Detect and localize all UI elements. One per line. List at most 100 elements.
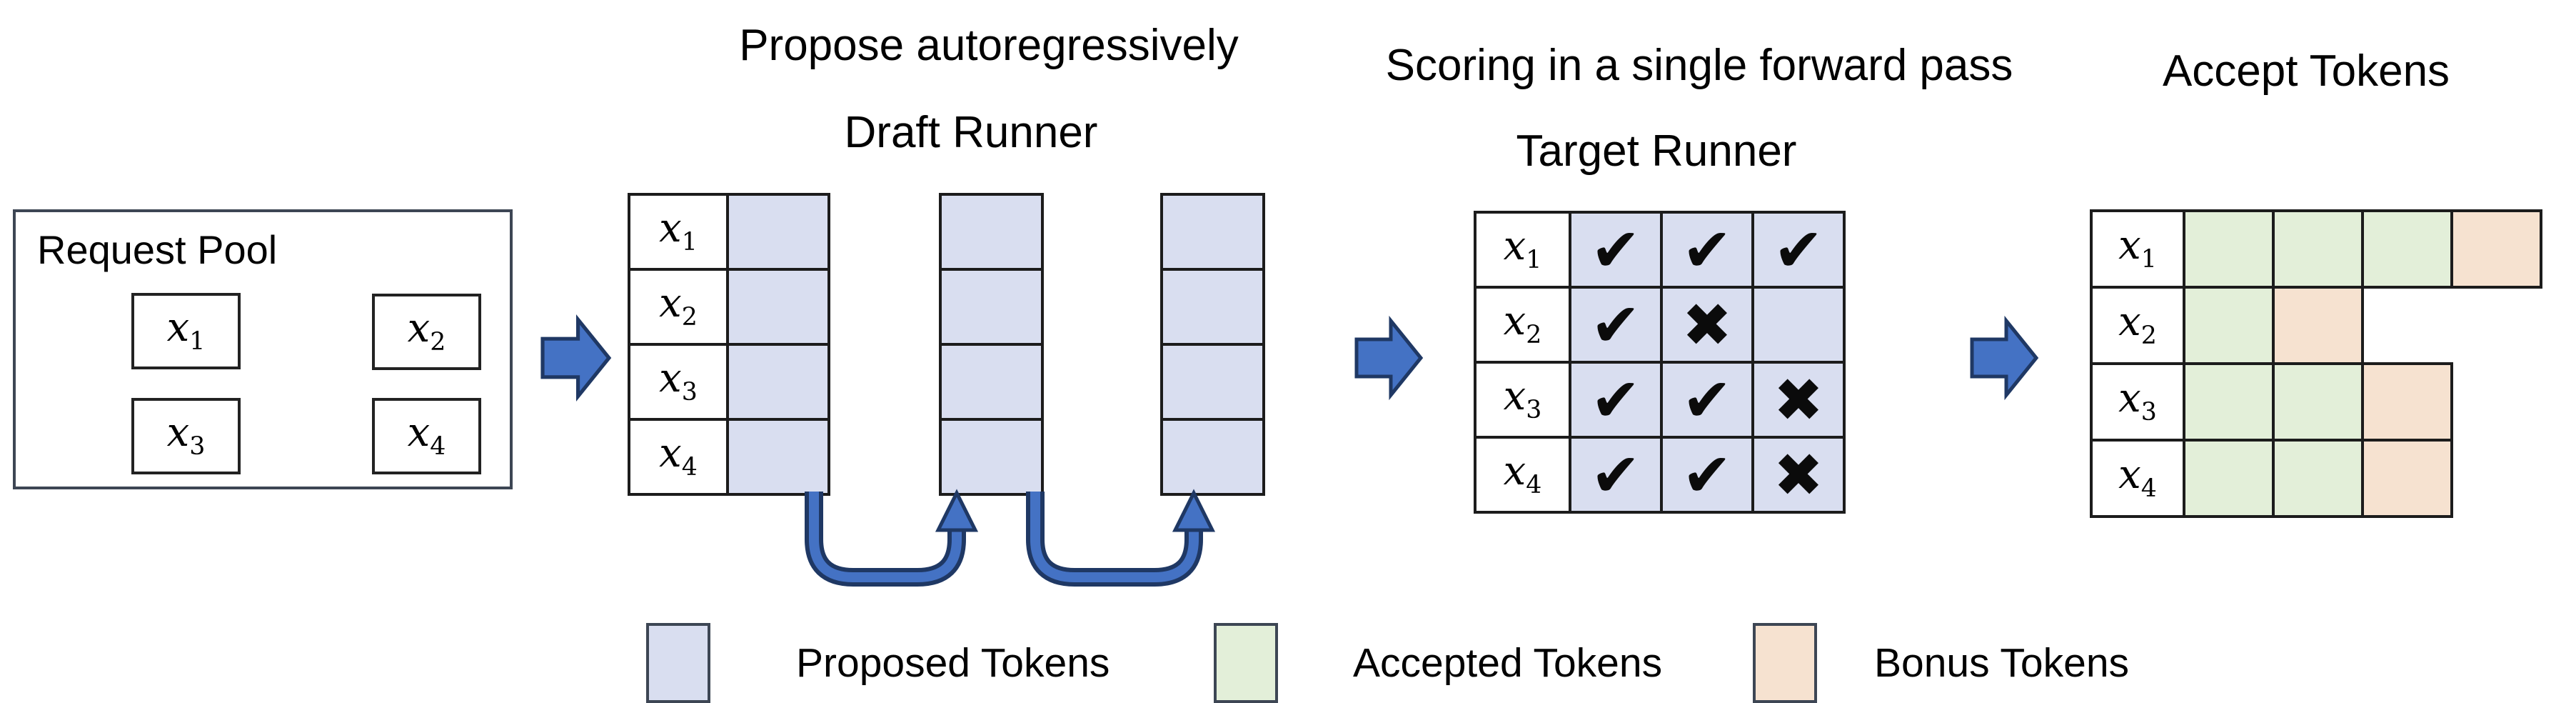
token-label: x1 [659,205,698,257]
draft-proposed-cell [726,418,830,496]
draft-proposed-cell [1160,418,1265,496]
draft-proposed-cell [1160,343,1265,421]
draft-proposed-cell [1160,193,1265,271]
token-label: x2 [2118,299,2157,351]
draft-proposed-cell [939,193,1044,271]
token-label: x4 [407,409,446,462]
request-token-box: x2 [372,294,481,370]
target-row: x4 ✔ ✔ ✖ [1474,436,1846,514]
draft-grid-step2 [939,193,1044,496]
check-mark-icon: ✔ [1590,289,1641,360]
draft-runner-title: Draft Runner [844,108,1098,157]
accept-row: x3 [2090,362,2542,442]
request-token-box: x4 [372,398,481,474]
check-mark-icon: ✔ [1590,439,1641,510]
target-row-label-cell: x3 [1474,361,1571,439]
draft-row: x2 [628,268,830,346]
draft-grid-step1: x1 x2 x3 x4 [628,193,830,496]
draft-row [939,193,1044,271]
check-mark-icon: ✔ [1590,364,1641,435]
accept-row-label-cell: x1 [2090,209,2185,289]
accept-row: x4 [2090,439,2542,518]
target-row: x2 ✔ ✖ [1474,286,1846,364]
arrow-target-to-accept-icon [1970,315,2039,401]
target-runner-title: Target Runner [1516,126,1797,176]
target-score-cell: ✖ [1751,361,1846,439]
bonus-token-cell [2361,362,2453,442]
request-token-box: x3 [131,398,241,474]
token-label: x3 [166,409,206,462]
accept-row-label-cell: x4 [2090,439,2185,518]
accept-row-label-cell: x3 [2090,362,2185,442]
target-row-label-cell: x2 [1474,286,1571,364]
check-mark-icon: ✔ [1773,214,1824,285]
draft-row: x1 [628,193,830,271]
legend-label-accepted: Accepted Tokens [1353,640,1663,686]
draft-row [1160,343,1265,421]
draft-row: x3 [628,343,830,421]
target-score-cell: ✔ [1751,211,1846,289]
target-score-cell: ✔ [1569,361,1663,439]
token-label: x1 [166,304,206,357]
draft-row [1160,193,1265,271]
token-label: x2 [407,305,446,357]
cross-mark-icon: ✖ [1681,289,1733,360]
check-mark-icon: ✔ [1681,364,1733,435]
accepted-token-cell [2272,209,2364,289]
draft-row [939,268,1044,346]
draft-row-label-cell: x2 [628,268,729,346]
bonus-token-cell [2272,286,2364,365]
target-score-cell: ✔ [1569,211,1663,289]
target-score-cell: ✔ [1660,436,1754,514]
accepted-token-cell [2183,286,2275,365]
propose-title: Propose autoregressively [739,21,1239,70]
draft-grid-step3 [1160,193,1265,496]
accepted-token-cell [2183,209,2275,289]
draft-row-label-cell: x1 [628,193,729,271]
scoring-title: Scoring in a single forward pass [1385,41,2013,90]
token-label: x4 [1503,448,1542,500]
accept-row-label-cell: x2 [2090,286,2185,365]
token-label: x3 [1503,373,1542,425]
legend-swatch-bonus [1753,623,1817,703]
token-label: x2 [659,280,698,332]
token-label: x4 [2118,452,2157,504]
draft-proposed-cell [726,268,830,346]
draft-row [939,343,1044,421]
accepted-token-cell [2272,439,2364,518]
draft-row-label-cell: x3 [628,343,729,421]
token-label: x2 [1503,298,1542,350]
accepted-token-cell [2272,362,2364,442]
check-mark-icon: ✔ [1681,439,1733,510]
accepted-token-cell [2361,209,2453,289]
target-score-cell: ✔ [1569,436,1663,514]
target-score-cell: ✔ [1660,361,1754,439]
target-row: x1 ✔ ✔ ✔ [1474,211,1846,289]
arrow-draft-to-target-icon [1354,315,1424,401]
check-mark-icon: ✔ [1590,214,1641,285]
accept-tokens-grid: x1 x2 x3 x4 [2090,209,2542,518]
accepted-token-cell [2183,362,2275,442]
token-label: x1 [2118,222,2157,274]
token-label: x1 [1503,223,1542,275]
arrow-pool-to-draft-icon [540,314,612,402]
target-score-cell: ✔ [1569,286,1663,364]
draft-proposed-cell [939,343,1044,421]
request-token-box: x1 [131,293,241,369]
token-label: x3 [2118,375,2157,427]
draft-row [1160,268,1265,346]
draft-row: x4 [628,418,830,496]
token-label: x4 [659,430,698,482]
target-score-cell: ✔ [1660,211,1754,289]
draft-proposed-cell [1160,268,1265,346]
legend-label-bonus: Bonus Tokens [1874,640,2130,686]
cross-mark-icon: ✖ [1773,439,1824,510]
check-mark-icon: ✔ [1681,214,1733,285]
bonus-token-cell [2361,439,2453,518]
target-score-cell: ✖ [1751,436,1846,514]
autoregressive-loop-arrows-icon [805,489,1216,587]
target-scoring-grid: x1✔✔✔x2✔✖x3✔✔✖x4✔✔✖ [1474,211,1846,514]
accept-row: x2 [2090,286,2542,365]
